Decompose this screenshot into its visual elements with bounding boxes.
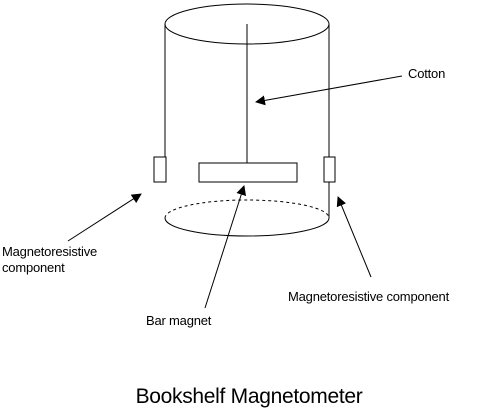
mr-component-right-label: Magnetoresistive component xyxy=(288,289,450,304)
arrow-mr-left xyxy=(67,193,142,242)
arrow-bar-magnet xyxy=(204,185,247,309)
diagram-title: Bookshelf Magnetometer xyxy=(135,385,363,408)
cylinder-bottom-back xyxy=(164,199,330,219)
cylinder-bottom-front xyxy=(164,217,330,237)
arrow-mr-right xyxy=(336,196,372,278)
bar-magnet-label: Bar magnet xyxy=(146,313,212,328)
cotton-label: Cotton xyxy=(408,66,446,81)
arrow-cotton xyxy=(255,75,403,106)
bar-magnet xyxy=(198,162,298,183)
mr-component-left xyxy=(153,156,167,183)
mr-component-right xyxy=(323,156,336,183)
mr-component-left-label: Magnetoresistive component xyxy=(2,244,98,275)
